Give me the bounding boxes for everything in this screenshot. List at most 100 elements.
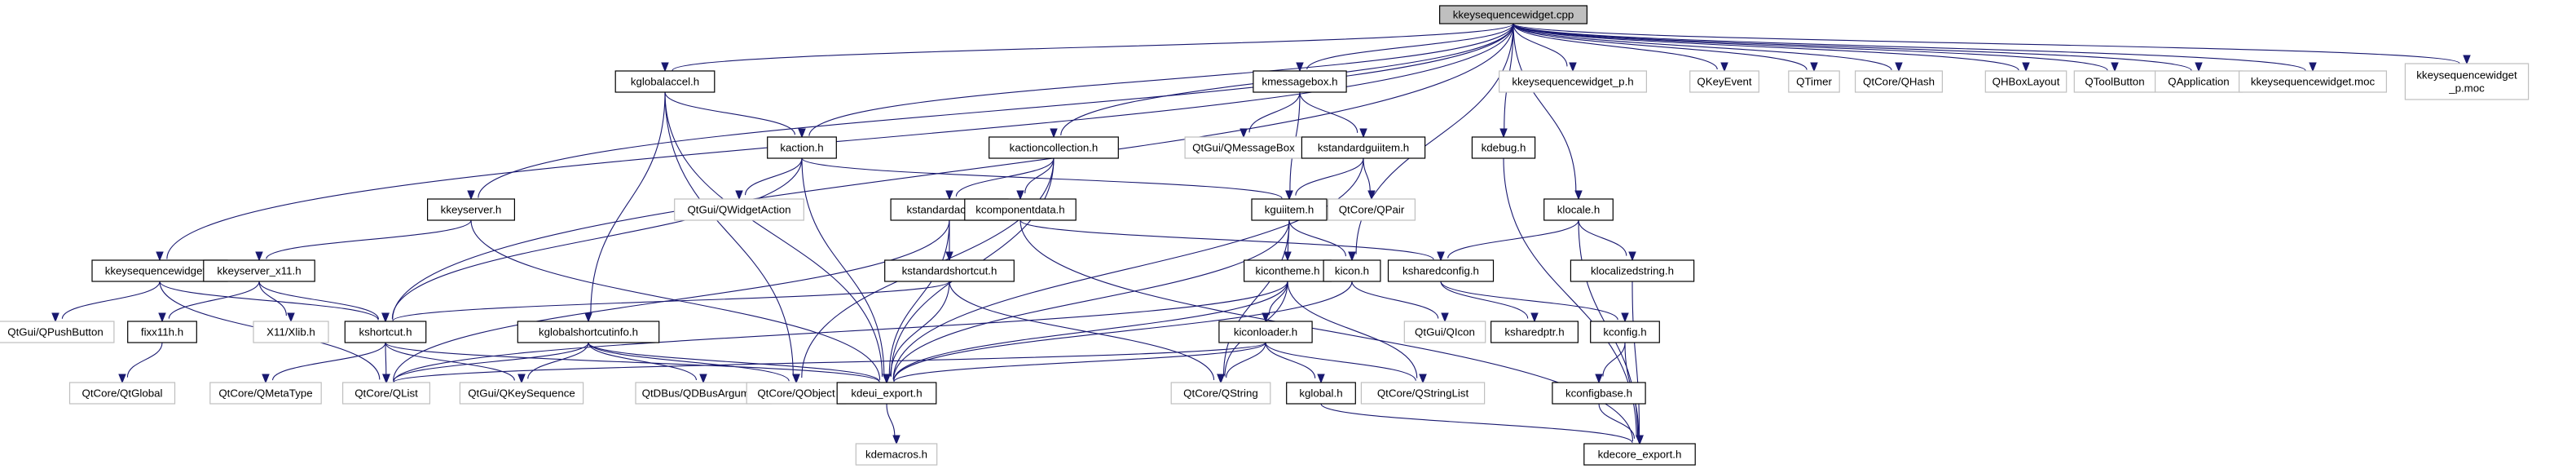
edge-root-to-qtoolbutton: [1513, 23, 2108, 71]
arrowhead-icon: [1636, 435, 1644, 445]
node-label: kcomponentdata.h: [975, 204, 1064, 216]
node-kkeyserver[interactable]: kkeyserver.h: [426, 198, 515, 221]
node-box: [1552, 382, 1646, 405]
node-kdebug[interactable]: kdebug.h: [1471, 136, 1536, 159]
node-box: [1301, 136, 1426, 159]
node-kcomponentdata[interactable]: kcomponentdata.h: [964, 198, 1077, 221]
node-label: kkeyserver_x11.h: [217, 265, 301, 277]
arrowhead-icon: [51, 312, 59, 323]
edge-kicon-to-qicon: [1351, 281, 1439, 319]
node-kshortcut[interactable]: kshortcut.h: [344, 321, 427, 343]
node-qstringlist: QtCore/QStringList: [1360, 382, 1486, 405]
node-xlib: X11/Xlib.h: [253, 321, 329, 343]
node-qtoolbutton: QToolButton: [2073, 70, 2156, 93]
edge-root-to-klocale: [1513, 23, 1577, 192]
node-qicon: QtGui/QIcon: [1403, 321, 1486, 343]
edge-kconfigbase-to-kdecore-export: [1598, 403, 1636, 439]
edge-root-to-kaction: [808, 23, 1514, 136]
node-qkeyevent: QKeyEvent: [1689, 70, 1759, 93]
arrowhead-icon: [798, 128, 806, 139]
node-kdeui-export[interactable]: kdeui_export.h: [836, 382, 937, 405]
node-box: [1498, 70, 1647, 93]
node-kglobalshortcutinfo[interactable]: kglobalshortcutinfo.h: [517, 321, 660, 343]
node-box: [1788, 70, 1840, 93]
node-label: QtGui/QMessageBox: [1192, 142, 1295, 154]
node-box: [1590, 321, 1660, 343]
edge-kglobalaccel-to-kglobalshortcutinfo: [590, 91, 666, 315]
node-kdecore-export[interactable]: kdecore_export.h: [1583, 443, 1696, 466]
node-kactioncollection[interactable]: kactioncollection.h: [989, 136, 1119, 159]
node-klocale[interactable]: klocale.h: [1543, 198, 1614, 221]
edge-root-to-kshortcut: [392, 23, 1514, 320]
node-kconfigbase[interactable]: kconfigbase.h: [1552, 382, 1646, 405]
node-kmessagebox[interactable]: kmessagebox.h: [1253, 70, 1347, 93]
node-box: [1583, 443, 1696, 466]
node-qhash: QtCore/QHash: [1855, 70, 1944, 93]
node-label: QtCore/QMetaType: [218, 387, 312, 400]
edge-kactioncollection-to-kstandardaction: [955, 157, 1055, 197]
node-kstandardshortcut[interactable]: kstandardshortcut.h: [884, 259, 1015, 282]
arrowhead-icon: [381, 312, 390, 323]
edge-kglobalaccel-to-kdeui-export: [664, 91, 883, 377]
edge-kaction-to-kguiitem: [801, 157, 1283, 199]
node-qwidgetaction: QtGui/QWidgetAction: [674, 198, 804, 221]
node-box: [855, 443, 938, 466]
node-ksharedptr[interactable]: ksharedptr.h: [1490, 321, 1579, 343]
node-label: QtGui/QWidgetAction: [687, 204, 790, 216]
edge-root-to-qtimer: [1513, 23, 1808, 70]
edge-root-to-kglobalaccel: [672, 23, 1514, 71]
edge-kshortcut-to-qlist: [385, 342, 387, 376]
node-box: [127, 321, 197, 343]
node-kstandardguiitem[interactable]: kstandardguiitem.h: [1301, 136, 1426, 159]
arrowhead-icon: [156, 251, 164, 262]
node-kicon[interactable]: kicon.h: [1323, 259, 1381, 282]
edge-kglobalshortcutinfo-to-qdbusargument: [588, 342, 698, 381]
node-label: fixx11h.h: [141, 326, 183, 338]
node-box: [1984, 70, 2067, 93]
edge-kguiitem-to-qstring: [1222, 219, 1290, 376]
node-kconfig[interactable]: kconfig.h: [1590, 321, 1660, 343]
node-box: [1360, 382, 1486, 405]
edge-kmessagebox-to-kstandardguiitem: [1299, 91, 1358, 133]
node-ksharedconfig[interactable]: ksharedconfig.h: [1387, 259, 1495, 282]
node-fixx11h[interactable]: fixx11h.h: [127, 321, 197, 343]
arrowhead-icon: [1284, 251, 1292, 262]
node-kguiitem[interactable]: kguiitem.h: [1251, 198, 1328, 221]
node-kaction[interactable]: kaction.h: [767, 136, 837, 159]
node-label: kmessagebox.h: [1262, 76, 1337, 88]
edge-kdeui-export-to-kdemacros: [886, 403, 896, 437]
node-box: [1471, 136, 1536, 159]
node-label: kkeyserver.h: [441, 204, 502, 216]
node-label: kkeysequencewidget.cpp: [1453, 9, 1574, 21]
node-box: [2155, 70, 2244, 93]
edge-kicontheme-to-qlist: [393, 281, 1288, 383]
arrowhead-icon: [1628, 251, 1636, 262]
node-root[interactable]: kkeysequencewidget.cpp: [1438, 5, 1587, 24]
edge-kglobalshortcutinfo-to-kdeui-export: [588, 342, 880, 383]
arrowhead-icon: [735, 190, 743, 201]
node-box: [767, 136, 837, 159]
arrowhead-icon: [1810, 62, 1818, 73]
edge-root-to-kkeysequencewidget-p-moc: [1513, 23, 2460, 64]
edge-kiconloader-to-qstring: [1226, 342, 1266, 378]
node-kicontheme[interactable]: kicontheme.h: [1243, 259, 1332, 282]
node-kdemacros: kdemacros.h: [855, 443, 938, 466]
node-kkeysequencewidget-moc: kkeysequencewidget.moc: [2239, 70, 2388, 93]
node-kglobal[interactable]: kglobal.h: [1286, 382, 1356, 405]
node-box: [1323, 259, 1381, 282]
node-klocalizedstring[interactable]: klocalizedstring.h: [1570, 259, 1695, 282]
node-kkeyserver-x11[interactable]: kkeyserver_x11.h: [203, 259, 315, 282]
node-box: [1243, 259, 1332, 282]
node-kglobalaccel[interactable]: kglobalaccel.h: [614, 70, 716, 93]
arrowhead-icon: [1217, 374, 1225, 384]
edge-root-to-qhash: [1513, 23, 1892, 71]
node-box: [1387, 259, 1495, 282]
edge-root-to-qapplication: [1513, 23, 2192, 71]
node-kiconloader[interactable]: kiconloader.h: [1218, 321, 1313, 343]
edge-klocale-to-klocalizedstring: [1578, 219, 1627, 256]
edge-kaction-to-qwidgetaction: [744, 157, 803, 196]
node-qlist: QtCore/QList: [342, 382, 431, 405]
arrowhead-icon: [2309, 62, 2317, 73]
arrowhead-icon: [2463, 55, 2471, 65]
node-box: [2073, 70, 2156, 93]
